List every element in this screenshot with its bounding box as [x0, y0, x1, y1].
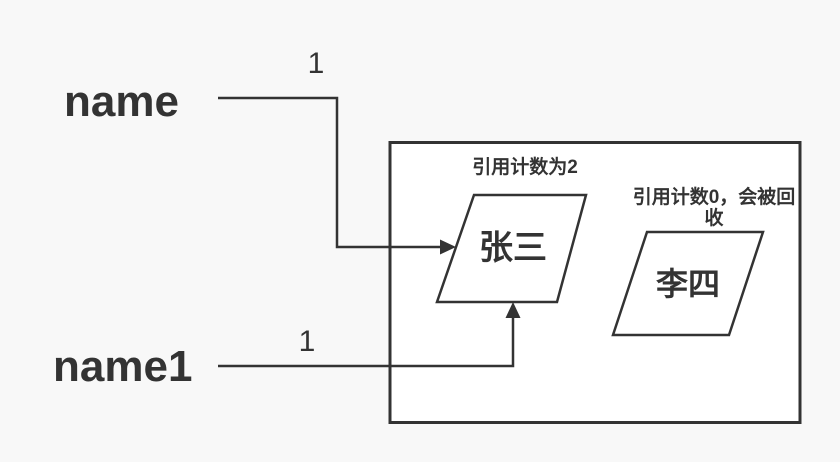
annotation-lisi: 引用计数0，会被回收: [632, 187, 796, 229]
annotation-zhangsan: 引用计数为2: [472, 157, 578, 178]
variable-label-name: name: [64, 77, 179, 126]
ref-count-label-name: 1: [307, 47, 325, 80]
object-shape-lisi: [611, 230, 765, 337]
ref-count-label-name1: 1: [298, 325, 316, 358]
object-value-lisi: 李四: [655, 266, 720, 302]
arrowhead-name1-icon: [505, 302, 521, 318]
arrow-name-to-zhangsan: [218, 96, 441, 249]
variable-label-name1: name1: [53, 342, 193, 391]
arrow-name1-to-zhangsan: [218, 316, 515, 368]
object-shape-zhangsan: [435, 193, 588, 304]
object-value-zhangsan: 张三: [479, 229, 547, 267]
arrowhead-name-icon: [440, 239, 456, 255]
